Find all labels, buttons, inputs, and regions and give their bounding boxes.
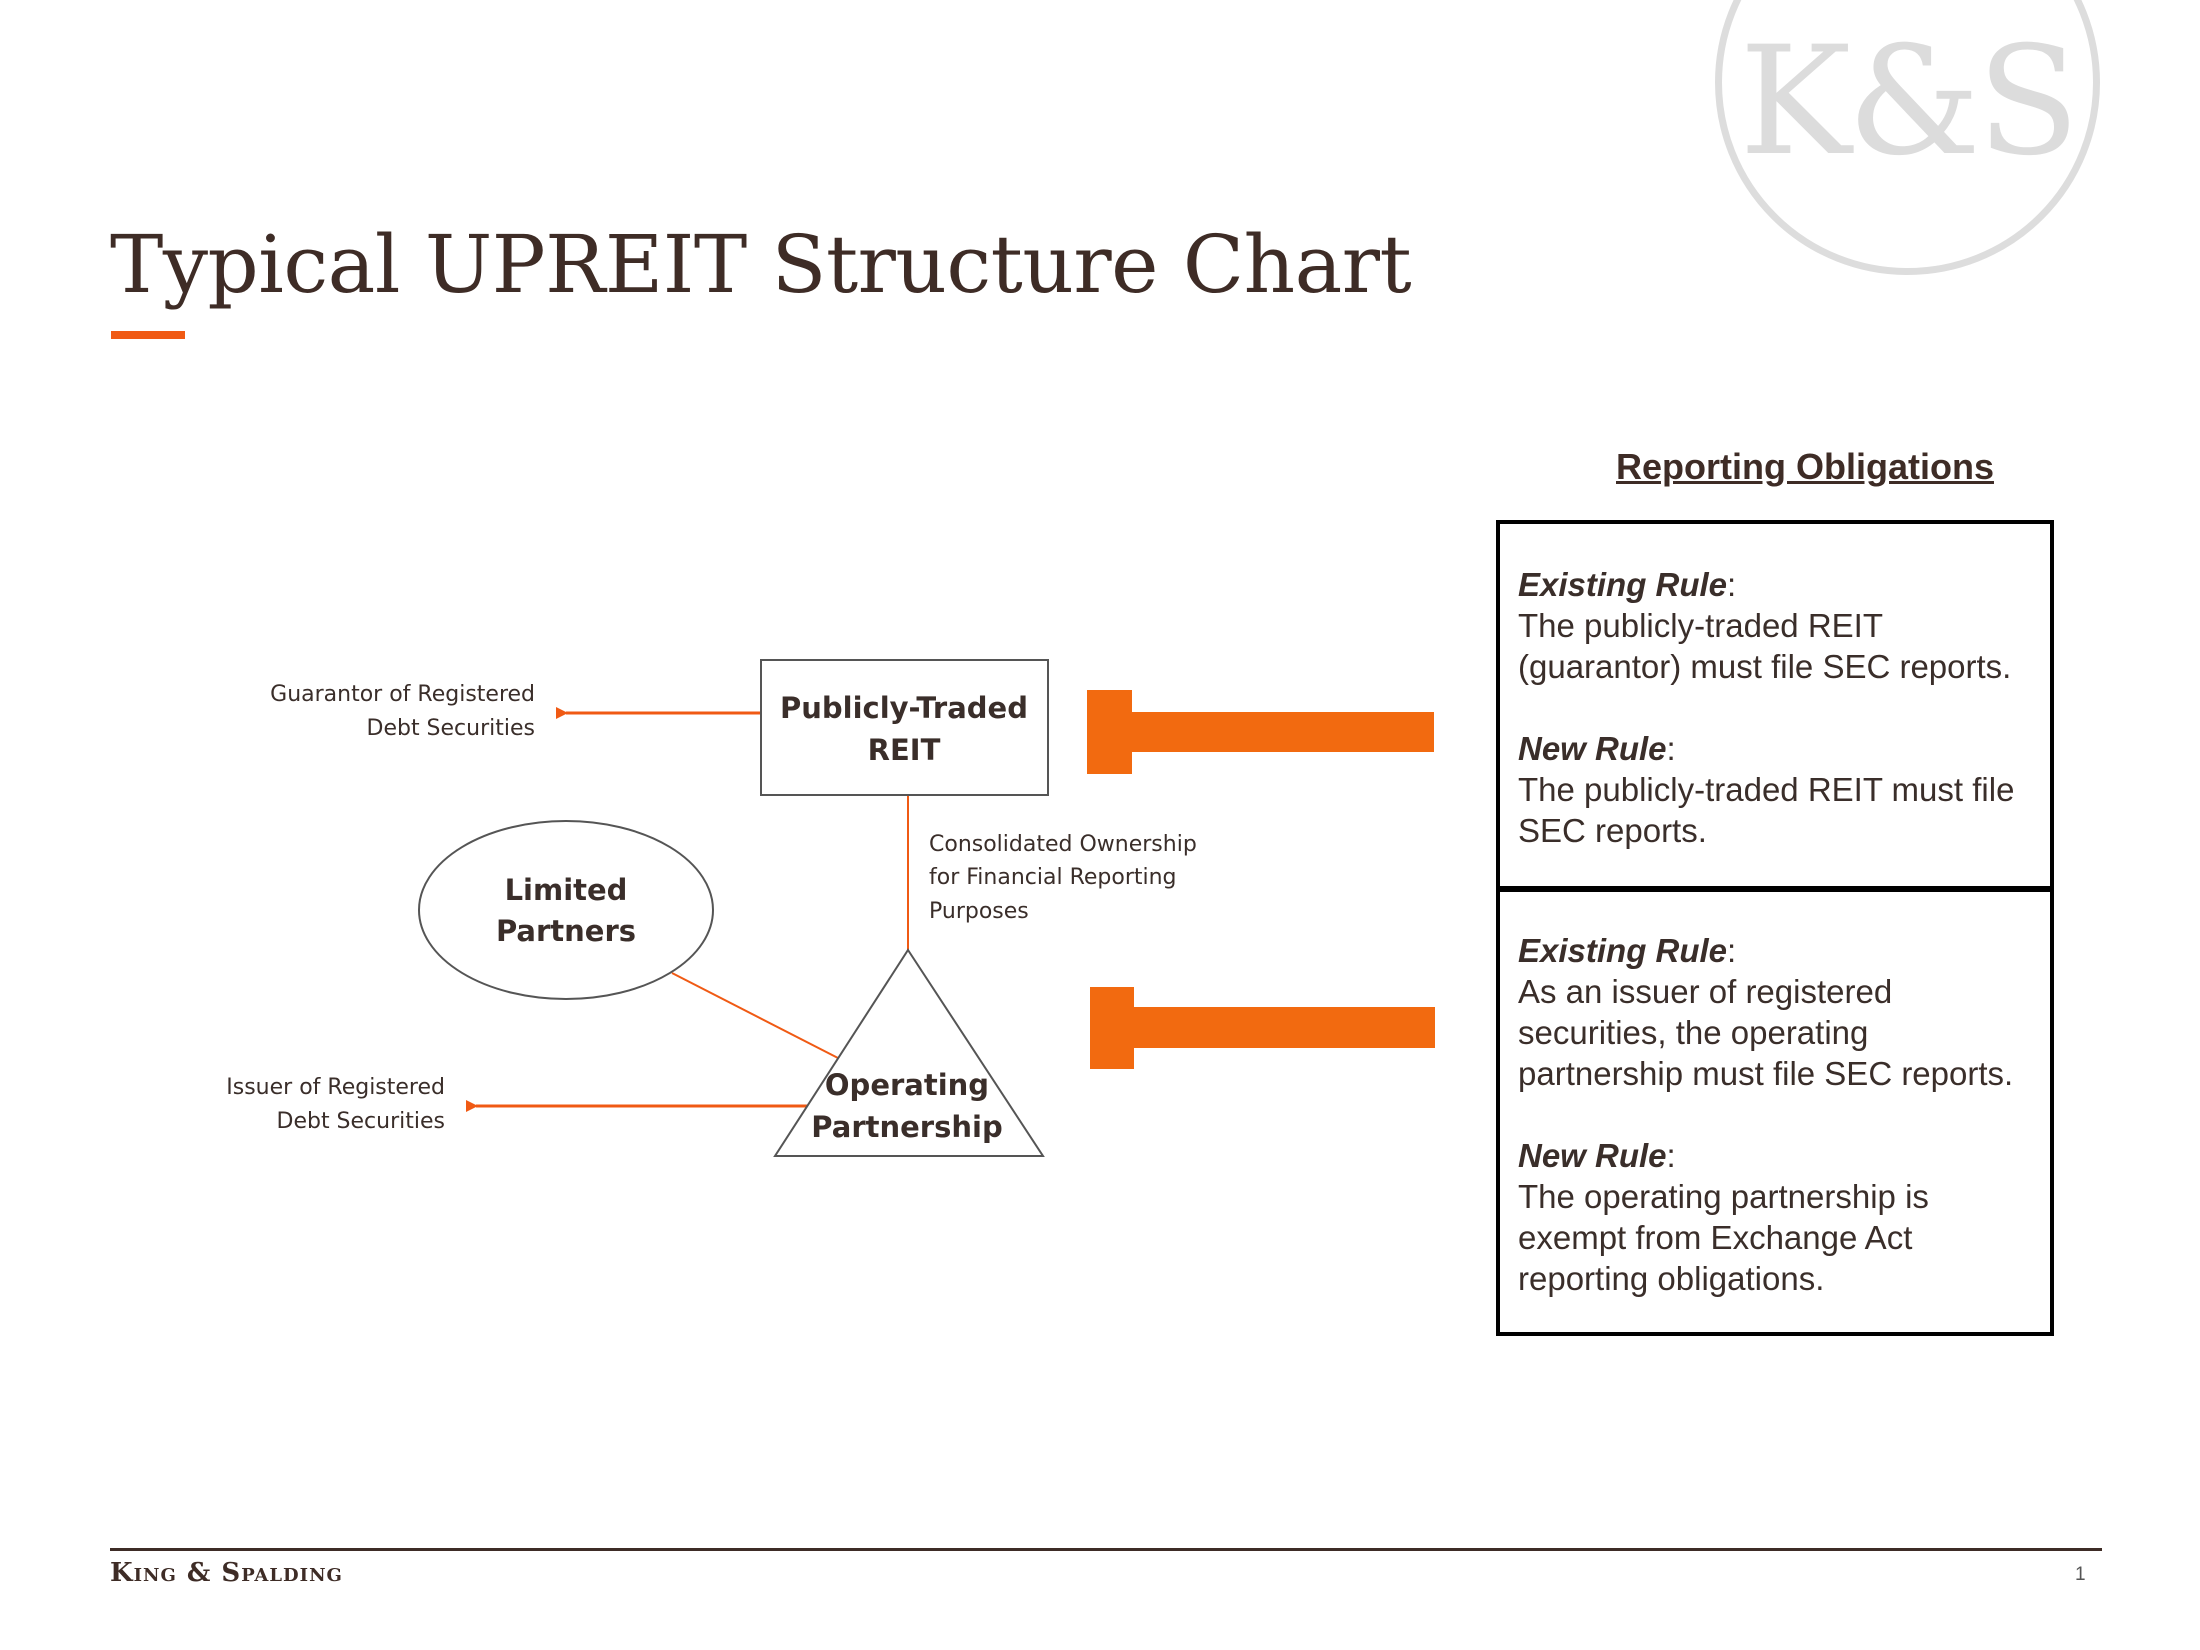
box1-new: New Rule: The publicly-traded REIT must … <box>1518 730 2015 849</box>
op-reporting-box: Existing Rule: As an issuer of registere… <box>1496 886 2054 1336</box>
logo-text: K&S <box>1739 15 2079 189</box>
guarantor-label-line1: Guarantor of Registered <box>270 682 535 707</box>
reporting-obligations-heading: Reporting Obligations <box>1616 446 1994 487</box>
box1-existing-text: The publicly-traded REIT (guarantor) mus… <box>1518 607 2012 685</box>
consolidated-label-line2: for Financial Reporting <box>929 865 1177 890</box>
consolidated-label-line1: Consolidated Ownership <box>929 832 1197 857</box>
reit-label-line2: REIT <box>868 733 941 767</box>
reit-label-line1: Publicly-Traded <box>780 691 1028 725</box>
box2-new: New Rule: The operating partnership is e… <box>1518 1137 1929 1297</box>
reporting-arrow-reit <box>1087 690 1434 774</box>
box2-existing-text: As an issuer of registered securities, t… <box>1518 973 2014 1092</box>
reit-reporting-box: Existing Rule: The publicly-traded REIT … <box>1496 520 2054 892</box>
limited-partners-line2: Partners <box>496 914 636 948</box>
box2-existing-title: Existing Rule <box>1518 932 1728 969</box>
reporting-arrow-op <box>1090 987 1435 1069</box>
box2-new-text: The operating partnership is exempt from… <box>1518 1178 1929 1297</box>
box1-new-title: New Rule <box>1518 730 1667 767</box>
reit-box <box>760 659 1049 796</box>
box1-existing-title: Existing Rule <box>1518 566 1728 603</box>
issuer-label-line1: Issuer of Registered <box>226 1075 445 1100</box>
box1-existing: Existing Rule: The publicly-traded REIT … <box>1518 566 2012 685</box>
title-underline-accent <box>111 331 185 339</box>
page-number: 1 <box>2075 1564 2086 1585</box>
operating-partnership-triangle <box>773 948 1045 1157</box>
lp-to-op-connector <box>671 972 839 1059</box>
op-label-line2: Partnership <box>811 1110 1002 1144</box>
issuer-label-line2: Debt Securities <box>277 1109 446 1134</box>
limited-partners-line1: Limited <box>505 873 628 907</box>
box2-existing: Existing Rule: As an issuer of registere… <box>1518 932 2014 1092</box>
box2-new-title: New Rule <box>1518 1137 1667 1174</box>
footer-brand: King & Spalding <box>110 1558 343 1588</box>
limited-partners-ellipse <box>418 820 714 1000</box>
guarantor-label-line2: Debt Securities <box>367 716 536 741</box>
box1-new-text: The publicly-traded REIT must file SEC r… <box>1518 771 2015 849</box>
footer-rule <box>110 1548 2102 1551</box>
op-label-line1: Operating <box>825 1068 989 1102</box>
page-title: Typical UPREIT Structure Chart <box>110 218 1412 311</box>
consolidated-label-line3: Purposes <box>929 899 1029 924</box>
